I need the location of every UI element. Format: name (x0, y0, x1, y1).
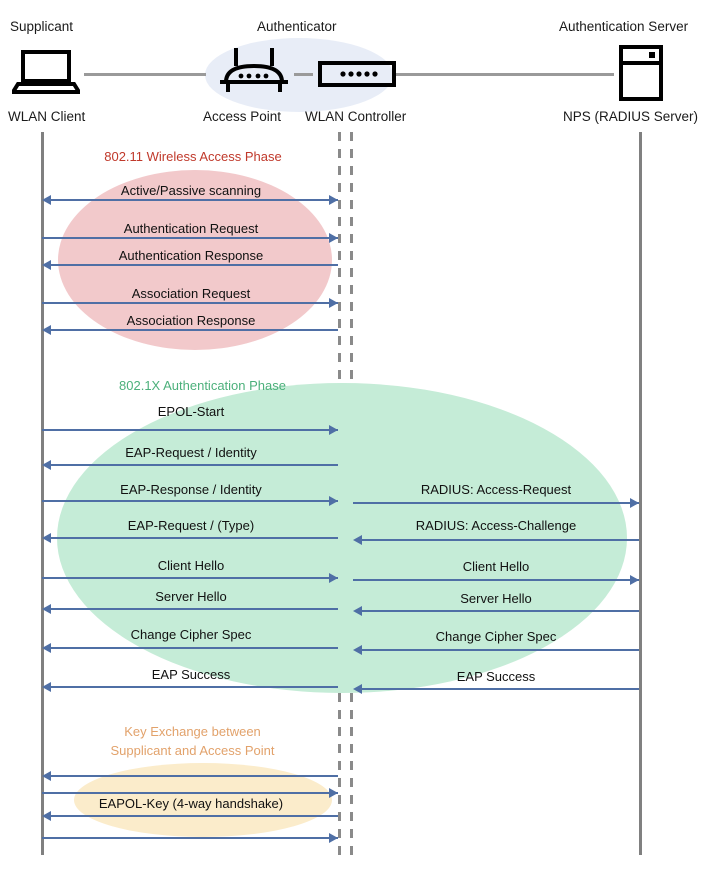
wire-controller-to-server (396, 73, 614, 76)
message-arrow-line (42, 792, 338, 794)
message-arrow-head (42, 811, 51, 821)
message-arrow-line (44, 647, 338, 649)
lifeline-auth-server (639, 132, 642, 855)
message-label: EAP-Request / Identity (125, 445, 257, 460)
message-arrow-line (355, 610, 639, 612)
message-label: RADIUS: Access-Request (420, 482, 572, 497)
message-label: RADIUS: Access-Challenge (415, 518, 577, 533)
wlan-controller-icon (318, 61, 396, 92)
message-arrow-line (355, 649, 639, 651)
message-arrow-head (329, 233, 338, 243)
message-label: Association Request (131, 286, 251, 301)
actor-label-access-point: Access Point (203, 109, 282, 124)
message-arrow-line (353, 579, 639, 581)
message-arrow-line (353, 502, 639, 504)
message-label: Server Hello (460, 591, 532, 606)
actor-label-wlan-controller: WLAN Controller (305, 109, 407, 124)
message-label: EPOL-Start (157, 404, 225, 419)
message-arrow-head (353, 684, 362, 694)
message-arrow-line (42, 577, 338, 579)
message-label: Server Hello (155, 589, 227, 604)
message-label: EAP-Response / Identity (120, 482, 262, 497)
message-arrow-head (329, 833, 338, 843)
message-label: EAP Success (456, 669, 536, 684)
message-arrow-line (44, 537, 338, 539)
message-label: EAPOL-Key (4-way handshake) (98, 796, 284, 811)
message-arrow-head (42, 195, 51, 205)
message-arrow-line (44, 686, 338, 688)
message-arrow-line (44, 608, 338, 610)
message-arrow-line (44, 815, 338, 817)
message-arrow-head (42, 604, 51, 614)
message-arrow-head (42, 260, 51, 270)
phase-label-80211: 802.11 Wireless Access Phase (104, 149, 282, 164)
access-point-icon (216, 46, 292, 101)
message-arrow-head (42, 682, 51, 692)
message-arrow-line (42, 500, 338, 502)
message-arrow-line (44, 264, 338, 266)
message-label: Authentication Request (123, 221, 259, 236)
lifeline-supplicant (41, 132, 44, 855)
message-arrow-line (42, 429, 338, 431)
message-label: Change Cipher Spec (435, 629, 557, 644)
wire-ap-to-controller (294, 73, 313, 76)
message-arrow-line (44, 199, 338, 201)
message-arrow-line (355, 539, 639, 541)
message-arrow-head (630, 498, 639, 508)
message-arrow-head (42, 771, 51, 781)
message-arrow-line (42, 837, 338, 839)
message-arrow-head (353, 606, 362, 616)
actor-role-authenticator: Authenticator (257, 19, 337, 34)
message-arrow-head (329, 788, 338, 798)
message-arrow-head (353, 645, 362, 655)
phase-label-key-exchange-line2: Supplicant and Access Point (110, 743, 275, 758)
message-arrow-head (42, 460, 51, 470)
message-label: EAP-Request / (Type) (127, 518, 255, 533)
message-arrow-head (42, 643, 51, 653)
message-arrow-head (42, 533, 51, 543)
message-label: Client Hello (157, 558, 225, 573)
laptop-icon (9, 50, 83, 99)
message-arrow-head (329, 496, 338, 506)
actor-label-wlan-client: WLAN Client (8, 109, 86, 124)
message-arrow-line (44, 775, 338, 777)
message-arrow-line (44, 464, 338, 466)
message-arrow-head (630, 575, 639, 585)
message-arrow-head (329, 195, 338, 205)
message-arrow-line (42, 237, 338, 239)
phase-label-key-exchange-line1: Key Exchange between (124, 724, 261, 739)
message-label: Association Response (126, 313, 256, 328)
wire-client-to-ap (84, 73, 206, 76)
message-arrow-head (42, 325, 51, 335)
message-arrow-line (42, 302, 338, 304)
server-icon (619, 45, 663, 106)
message-label: EAP Success (151, 667, 231, 682)
message-arrow-line (44, 329, 338, 331)
message-arrow-head (329, 425, 338, 435)
message-arrow-line (355, 688, 639, 690)
actor-label-nps-radius-server: NPS (RADIUS Server) (563, 109, 699, 124)
message-label: Client Hello (462, 559, 530, 574)
actor-role-supplicant: Supplicant (10, 19, 74, 34)
message-arrow-head (353, 535, 362, 545)
message-arrow-head (329, 573, 338, 583)
phase-label-8021x: 802.1X Authentication Phase (119, 378, 286, 393)
message-arrow-head (329, 298, 338, 308)
message-label: Active/Passive scanning (120, 183, 262, 198)
message-label: Change Cipher Spec (130, 627, 252, 642)
actor-role-auth-server: Authentication Server (559, 19, 689, 34)
message-label: Authentication Response (118, 248, 264, 263)
